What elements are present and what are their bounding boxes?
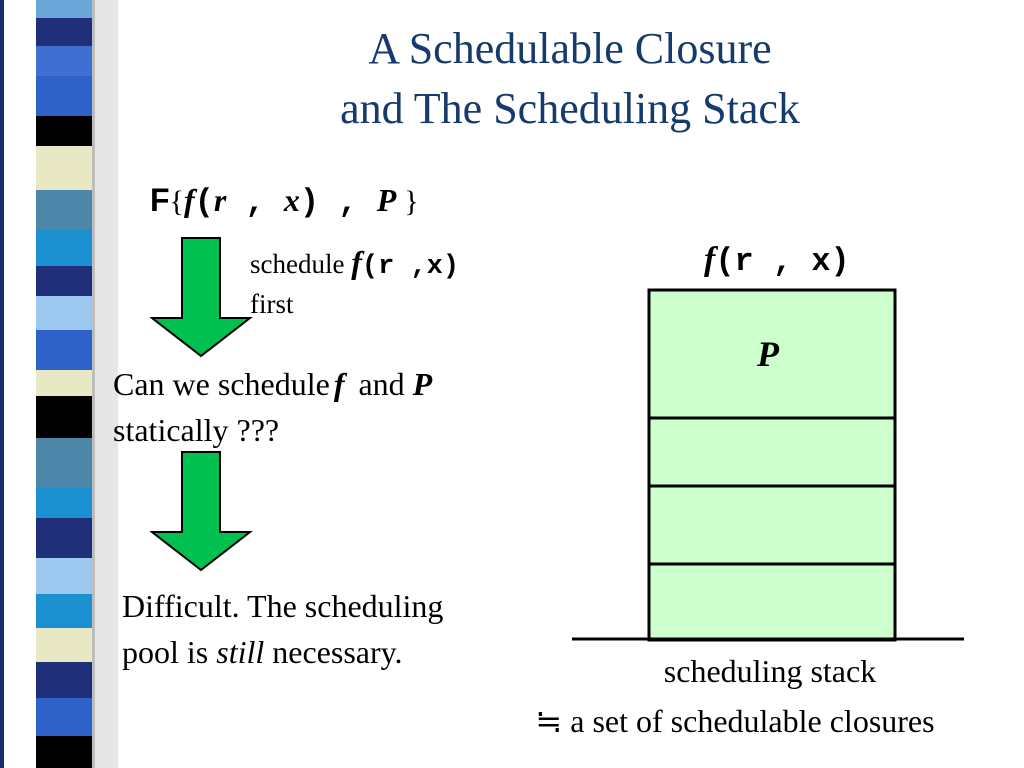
question-line2: statically ??? [113,412,280,448]
stack-frame-3 [647,484,897,566]
closure-F: F [150,182,170,218]
down-arrow-1 [150,237,253,358]
stack-frame-p [647,288,897,420]
sidebar-pattern [0,0,118,768]
stack-top-label: f(r , x) [704,238,850,284]
closure-comma2: , [319,184,377,221]
stack-frame-label: P [757,334,779,374]
answer-pre: pool is [122,634,217,670]
closure-close-paren: ) [299,184,320,221]
question-f: f [333,366,345,402]
down-arrow-2 [150,451,253,572]
closure-P: P [376,182,397,218]
stack-caption-definition: ≒ a set of schedulable closures [535,703,935,739]
stack-caption: scheduling stack [663,653,877,689]
closure-r: r [213,182,227,218]
stack-frame-2 [647,416,897,488]
closure-close-brace: } [404,185,419,218]
closure-f: f [183,182,195,218]
question-part1: Can we schedule [113,366,330,402]
flow-arrows [150,237,253,572]
scheduling-stack [572,288,964,642]
stack-top-f: f [704,241,716,278]
answer-line1: Difficult. The scheduling [122,588,444,624]
closure-open-brace: { [169,185,184,218]
schedule-word: schedule [250,249,345,279]
schedule-annotation: schedule f(r ,x) [250,244,459,285]
slide-title-line1: A Schedulable Closure [368,24,772,73]
slide-title-line2: and The Scheduling Stack [340,84,800,133]
stack-frame-4 [647,562,897,642]
closure-x: x [283,182,300,218]
closure-expression: F{f(r , x) , P} [150,180,419,223]
closure-open-paren: ( [194,184,214,221]
answer-post: necessary. [264,634,403,670]
question-P: P [412,366,433,402]
decorative-sidebar [0,0,118,768]
stack-top-args: (r , x) [715,243,850,280]
schedule-f: f [351,244,362,280]
question-and: and [358,366,405,402]
answer-em: still [216,634,265,670]
answer-line2: pool is still necessary. [122,629,403,675]
closure-comma1: , [226,184,284,221]
schedule-args: (r ,x) [361,252,460,282]
schedule-first: first [250,289,294,319]
